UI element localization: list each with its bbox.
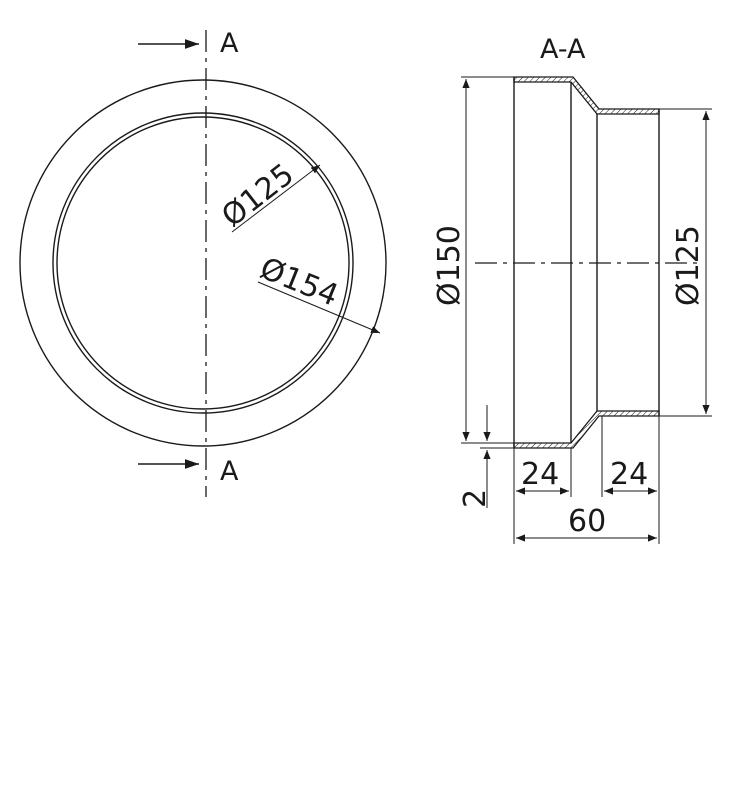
large-collar-length-label: 24 [521, 457, 559, 492]
small-collar-length-label: 24 [610, 457, 648, 492]
section-view: A-A Ø150 Ø125 2 24 [432, 34, 712, 544]
inner-diameter-label: Ø125 [215, 157, 300, 234]
inner-collar-outer-circle [52, 112, 354, 414]
inner-diameter-leader [231, 164, 321, 233]
small-end-diameter-label: Ø125 [671, 225, 706, 306]
section-title: A-A [540, 34, 586, 65]
wall-thickness-label: 2 [458, 489, 493, 508]
large-end-diameter-label: Ø150 [432, 225, 467, 306]
front-view: Ø125 Ø154 A A [19, 28, 387, 497]
bottom-wall-section [513, 410, 660, 449]
section-mark-top: A [220, 28, 239, 59]
inner-bore-circle [56, 116, 350, 410]
top-wall-section [513, 76, 660, 115]
section-mark-bottom: A [220, 456, 239, 487]
overall-length-label: 60 [568, 504, 606, 539]
outer-rim-circle [19, 79, 387, 447]
outer-diameter-leader [257, 281, 381, 334]
outer-diameter-label: Ø154 [255, 251, 343, 314]
